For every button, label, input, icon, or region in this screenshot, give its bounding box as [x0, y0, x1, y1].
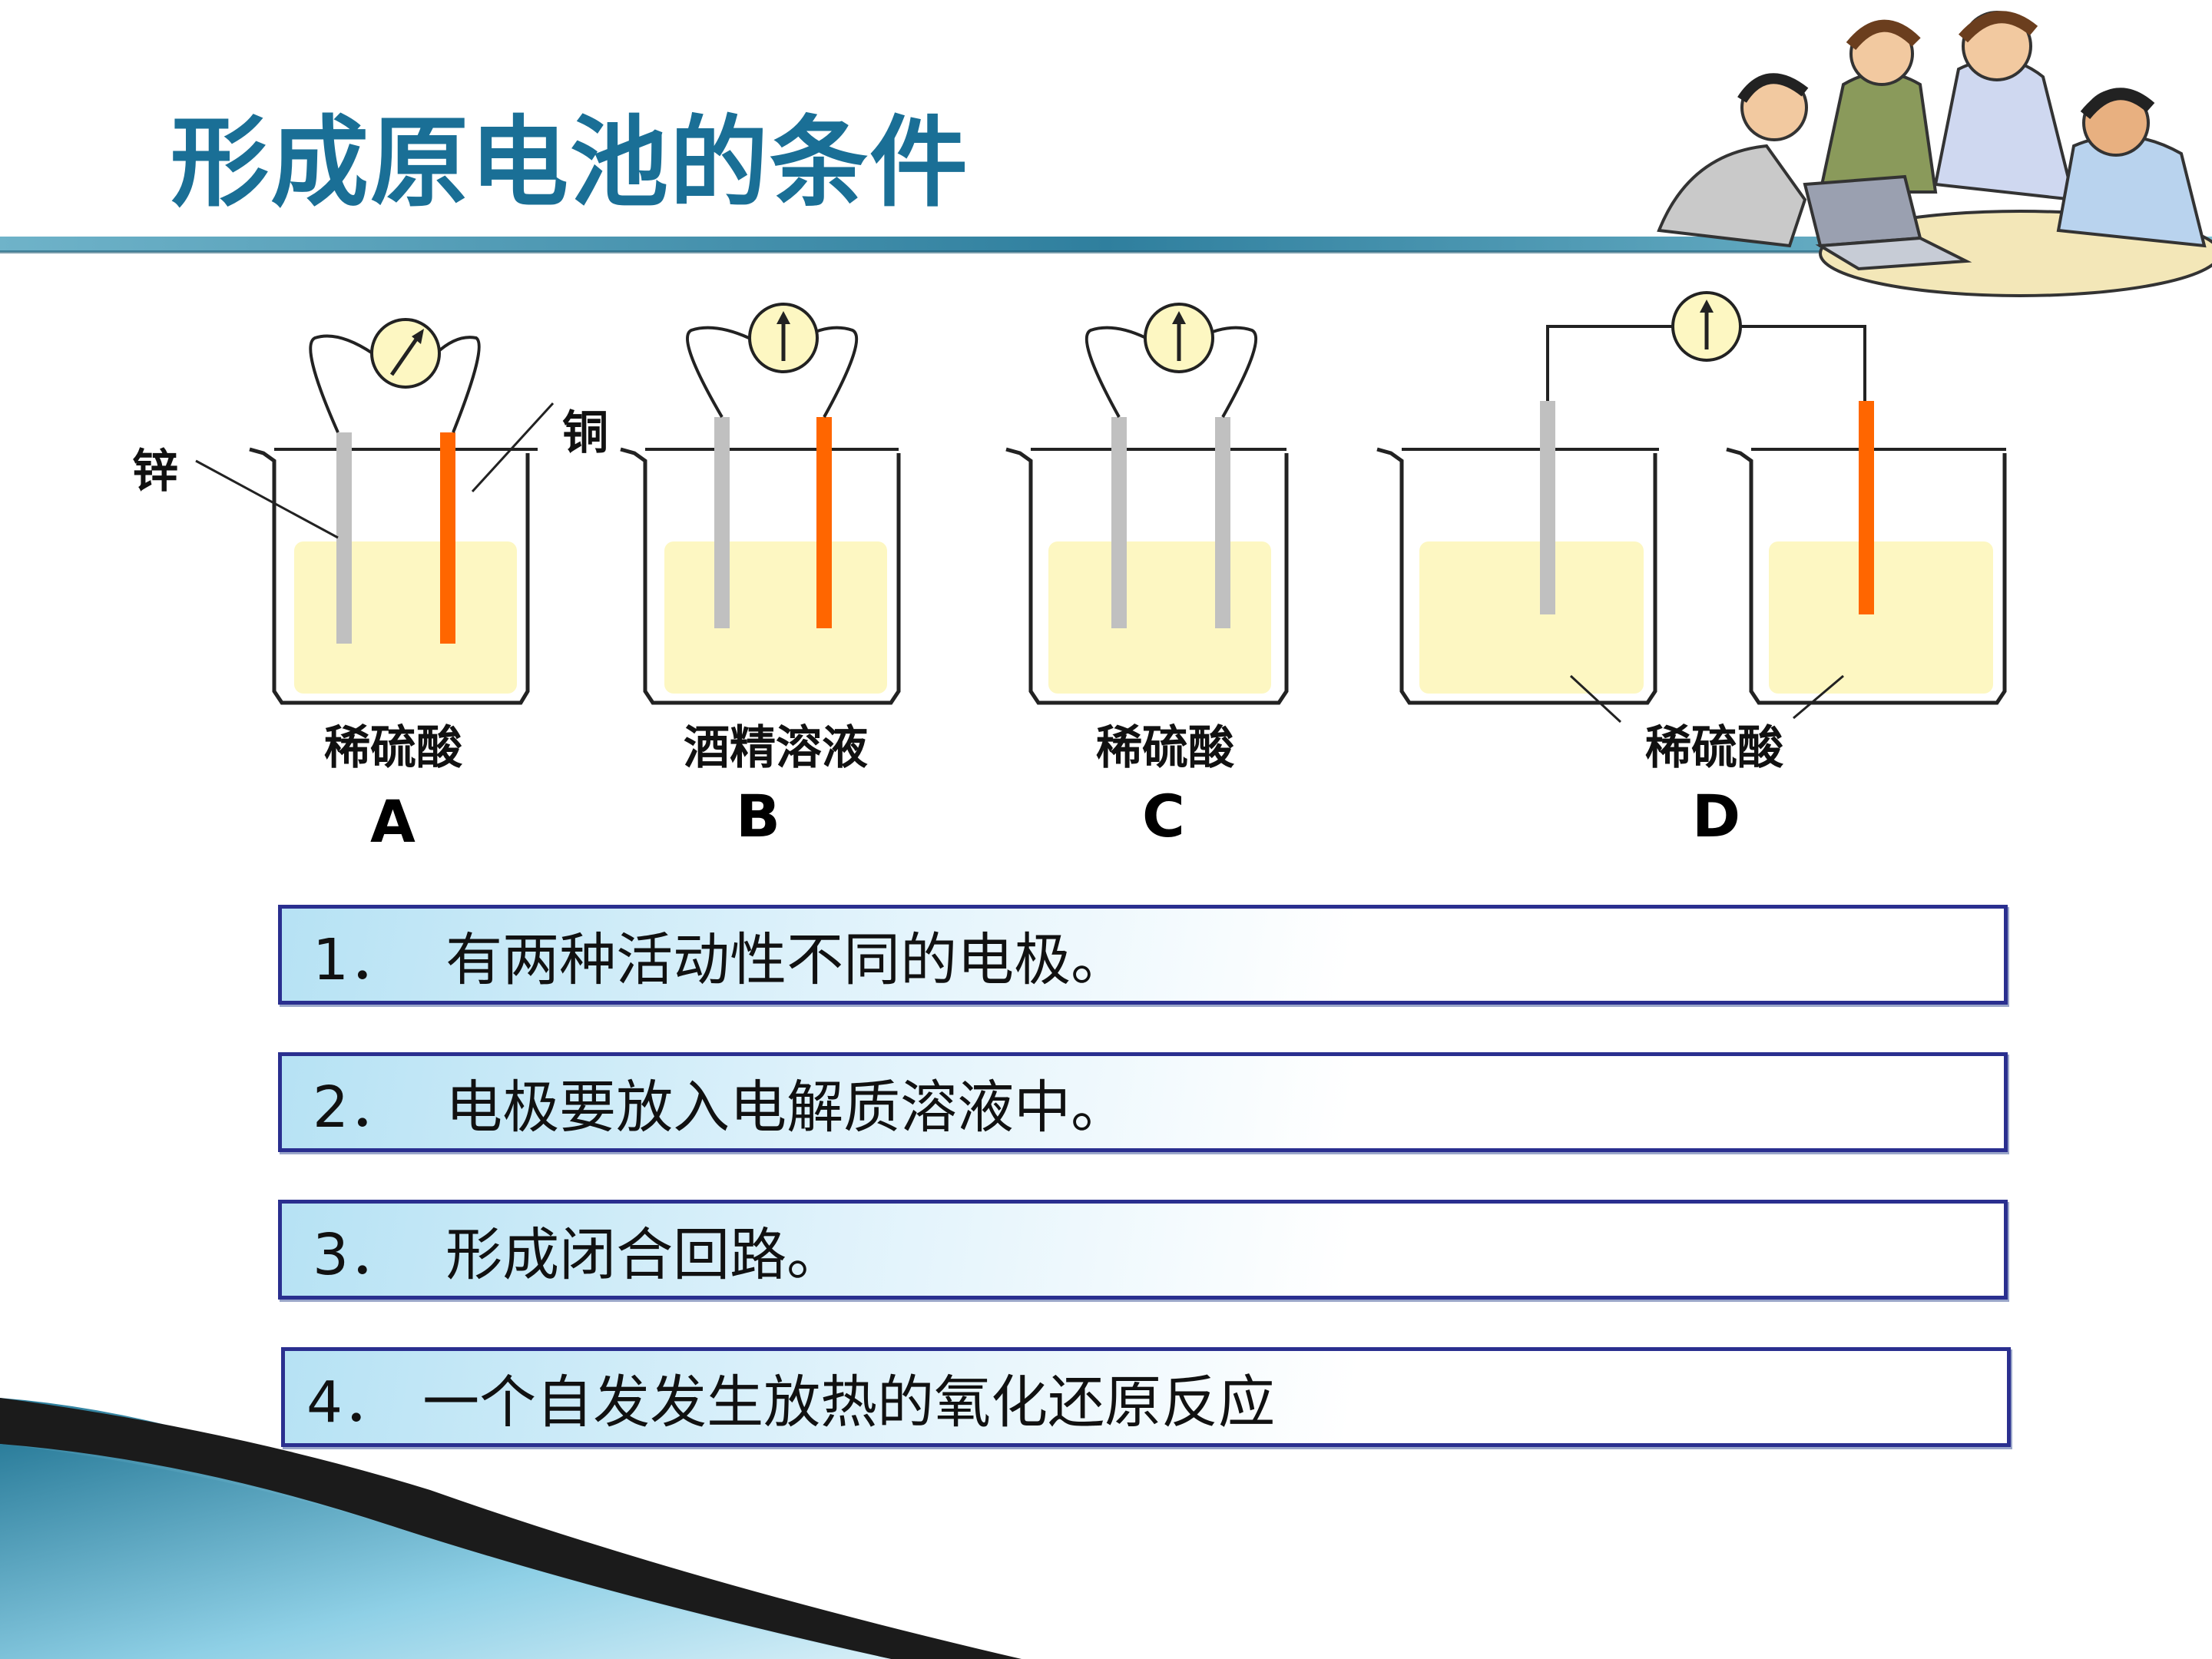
- d-label-line-left: [1569, 674, 1622, 724]
- condition-box-1: 1． 有两种活动性不同的电极。: [278, 905, 2008, 1005]
- setup-letter-b: B: [736, 782, 780, 850]
- copper-callout-line: [471, 402, 555, 493]
- page-title: 形成原电池的条件: [171, 106, 970, 220]
- solution-d-right: [1769, 541, 1993, 694]
- beaker-a: [249, 447, 530, 705]
- setup-c: [1005, 303, 1289, 705]
- wire-d: [1546, 325, 1674, 401]
- title-banner-line: [0, 250, 2212, 253]
- solution-c: [1048, 541, 1271, 694]
- solution-a: [294, 541, 517, 694]
- solution-label-a: 稀硫酸: [324, 721, 462, 775]
- condition-text: 有两种活动性不同的电极。: [445, 926, 1128, 993]
- condition-number: 4．: [306, 1369, 400, 1435]
- title-banner-stripe: [0, 237, 2212, 252]
- solution-label-d: 稀硫酸: [1645, 721, 1783, 775]
- beaker-c: [1005, 447, 1289, 705]
- zinc-electrode-b: [714, 417, 730, 628]
- setup-b: [620, 303, 901, 705]
- zinc-label: 锌: [132, 445, 178, 498]
- beaker-d-right: [1726, 447, 2007, 705]
- zinc-electrode-a: [336, 432, 352, 644]
- condition-box-2: 2． 电极要放入电解质溶液中。: [278, 1052, 2008, 1152]
- d-label-line-right: [1793, 674, 1844, 720]
- solution-label-b: 酒精溶液: [684, 721, 868, 775]
- wire-a-left: [309, 334, 374, 433]
- beaker-d-left: [1376, 447, 1657, 705]
- decor-swoosh: [0, 1398, 1022, 1659]
- zinc-electrode-c-right: [1215, 417, 1230, 628]
- solution-d-left: [1419, 541, 1644, 694]
- setup-letter-c: C: [1142, 782, 1185, 850]
- condition-number: 1．: [313, 926, 406, 993]
- copper-label: 铜: [562, 406, 608, 460]
- copper-electrode-b: [816, 417, 832, 628]
- zinc-electrode-d: [1540, 401, 1555, 614]
- condition-text: 形成闭合回路。: [445, 1221, 844, 1288]
- condition-box-3: 3． 形成闭合回路。: [278, 1200, 2008, 1300]
- setup-a: [195, 318, 555, 705]
- zinc-electrode-c-left: [1111, 417, 1127, 628]
- setup-letter-d: D: [1692, 782, 1741, 850]
- meeting-clipart: [1657, 11, 2212, 297]
- condition-text: 电极要放入电解质溶液中。: [445, 1074, 1128, 1141]
- solution-b: [664, 541, 887, 694]
- setup-d: [1376, 291, 2007, 724]
- condition-text: 一个自发发生放热的氧化还原反应: [422, 1369, 1276, 1435]
- condition-box-4: 4． 一个自发发生放热的氧化还原反应: [281, 1347, 2011, 1447]
- condition-number: 3．: [313, 1221, 406, 1288]
- zinc-callout-line: [195, 459, 339, 539]
- beaker-b: [620, 447, 901, 705]
- solution-label-c: 稀硫酸: [1096, 721, 1234, 775]
- wire-a-right: [435, 336, 481, 433]
- condition-number: 2．: [313, 1074, 406, 1141]
- setup-letter-a: A: [370, 787, 416, 856]
- copper-electrode-a: [440, 432, 455, 644]
- copper-electrode-d: [1859, 401, 1874, 614]
